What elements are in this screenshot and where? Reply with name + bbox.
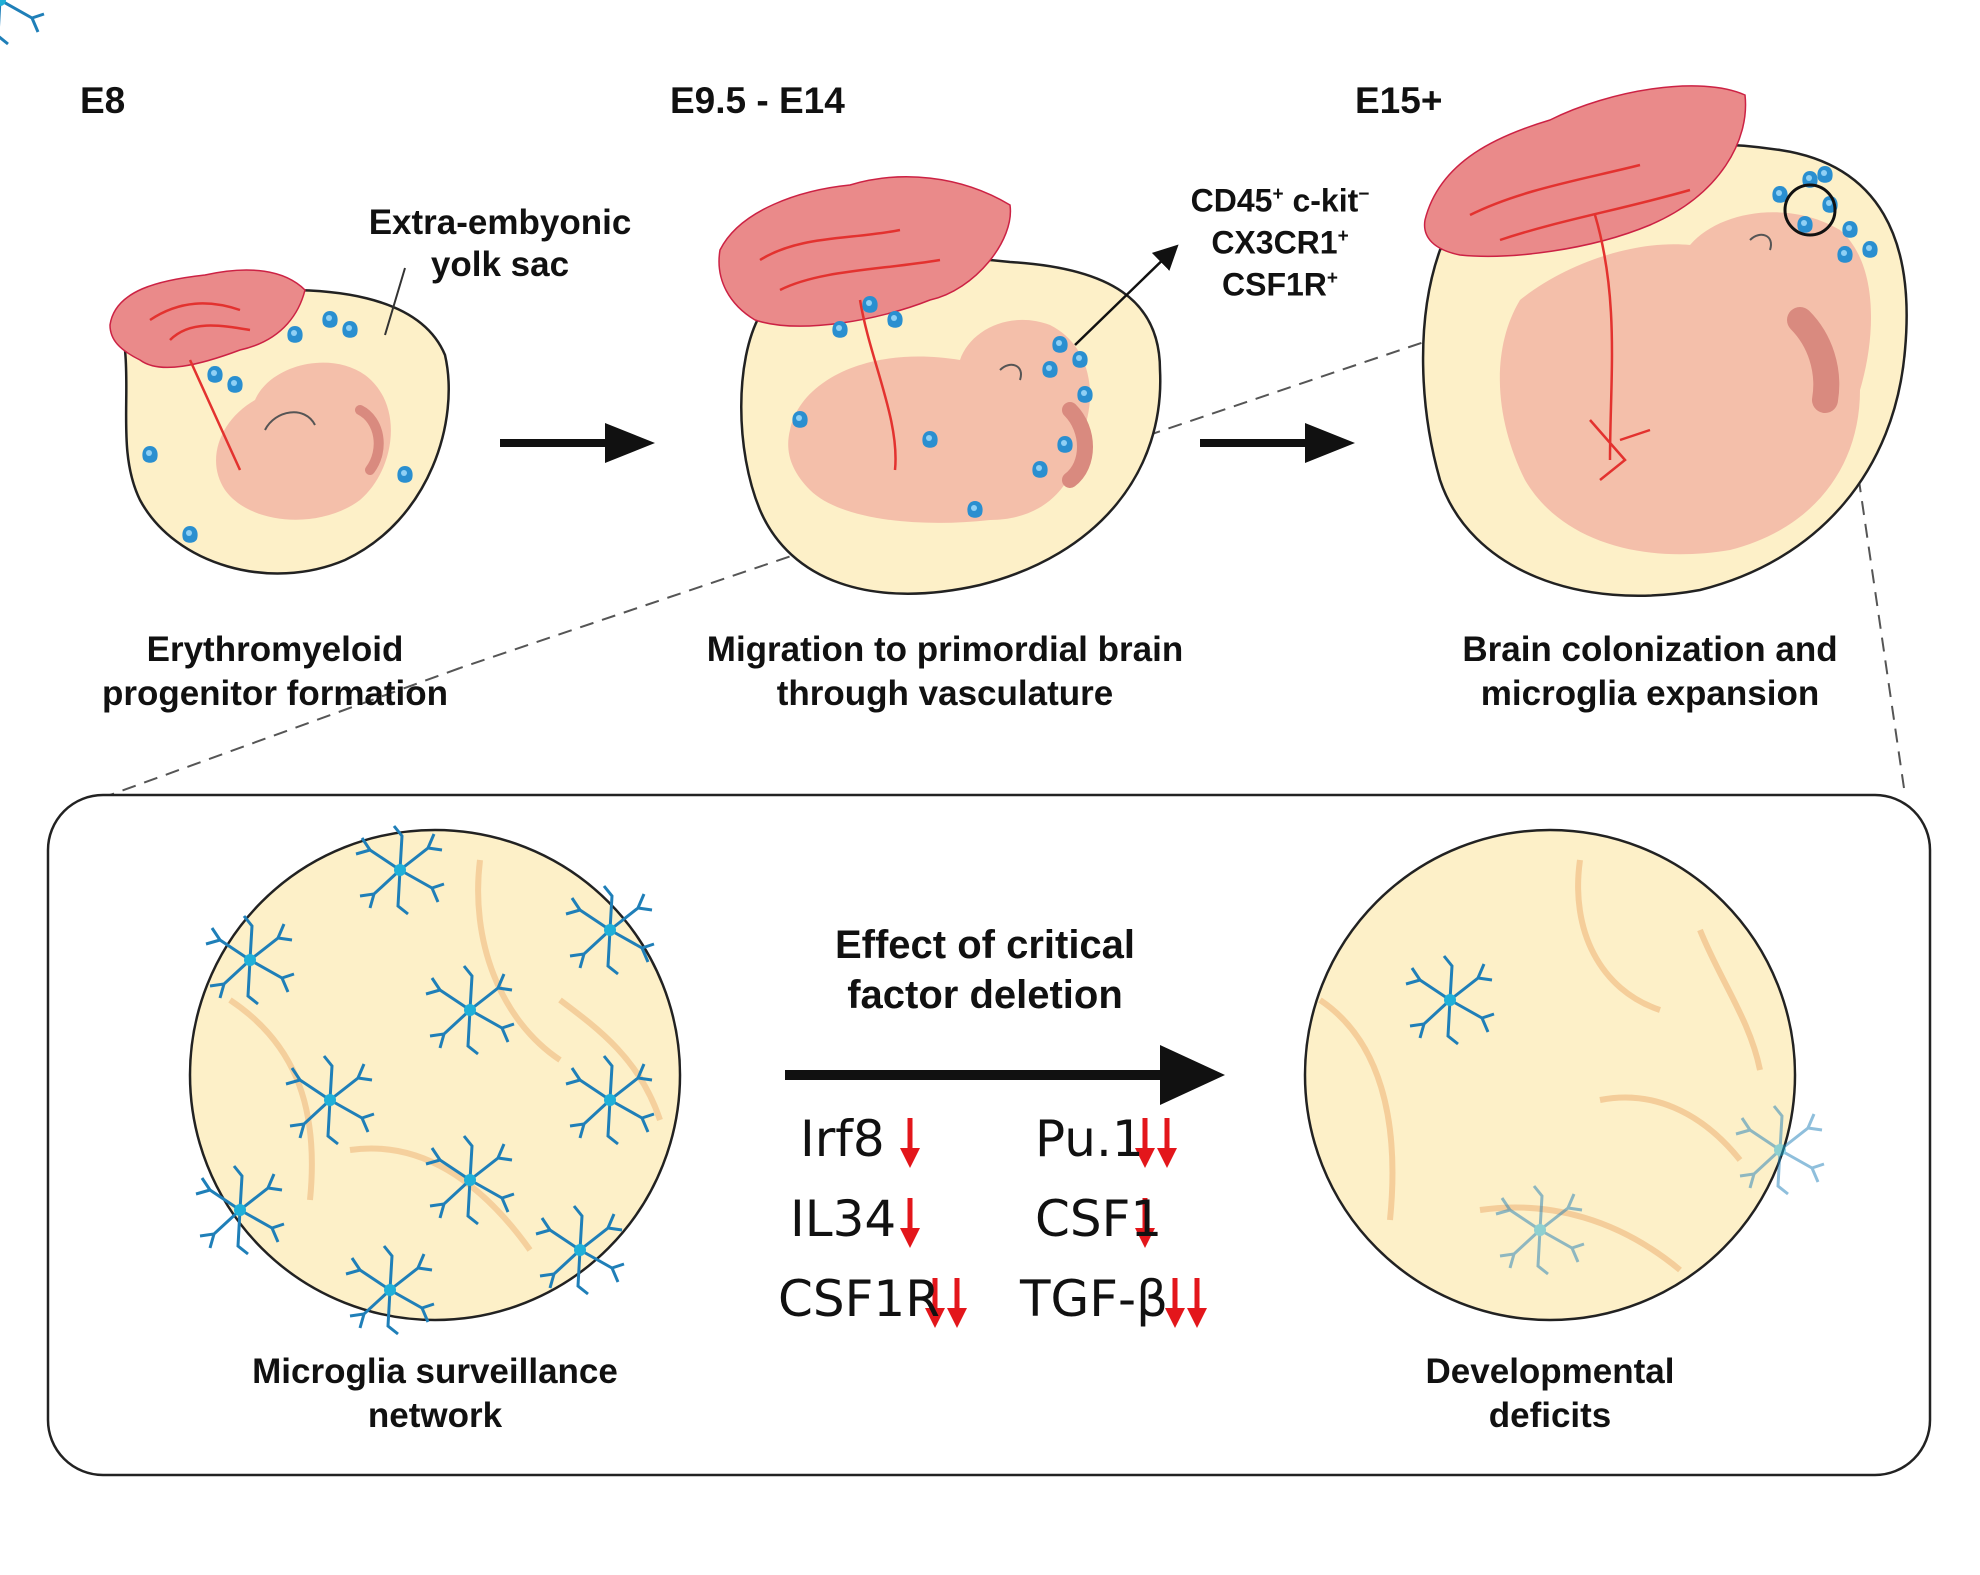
effect-heading-line2: factor deletion	[847, 973, 1123, 1017]
caption-colonization-line1: Brain colonization and	[1462, 630, 1838, 669]
zoom-circle	[1783, 183, 1837, 237]
yolk-sac-label-line1: Extra-embyonic	[368, 203, 632, 242]
deletion-effect-arrow	[785, 1045, 1225, 1105]
marker-cd45-ckit: CD45+ c-kit−	[1190, 182, 1370, 219]
yolk-sac-label: Extra-embyonic yolk sac	[350, 202, 650, 286]
caption-surveillance-line2: network	[367, 1396, 503, 1435]
factor-il34: IL34	[790, 1190, 897, 1248]
yolk-sac-label-line2: yolk sac	[430, 245, 570, 284]
down-arrow-csf1r-2	[947, 1278, 967, 1328]
deficit-circle	[1303, 828, 1826, 1322]
caption-migration: Migration to primordial brain through va…	[680, 628, 1210, 716]
marker-pointer-arrow	[1074, 244, 1179, 346]
marker-cx3cr1: CX3CR1+	[1211, 224, 1349, 261]
yolk-sac-pointer	[384, 267, 406, 336]
effect-heading: Effect of critical factor deletion	[760, 920, 1210, 1020]
e95-embryo-illustration	[718, 176, 1162, 595]
caption-surveillance-line1: Microglia surveillance	[252, 1352, 618, 1391]
down-arrow-pu1-2	[1157, 1118, 1177, 1168]
stage-arrow-1	[500, 423, 655, 463]
factor-tgfb: TGF-β	[1020, 1270, 1168, 1328]
stage-label-e95: E9.5 - E14	[670, 80, 845, 121]
down-arrow-irf8-1	[900, 1118, 920, 1168]
stage-label-e15: E15+	[1355, 80, 1443, 121]
microglia-network-circle	[0, 0, 682, 1336]
down-arrow-tgf-2	[1187, 1278, 1207, 1328]
down-arrow-tgf-1	[1165, 1278, 1185, 1328]
caption-deficits-line2: deficits	[1488, 1396, 1612, 1435]
down-arrow-il34-1	[900, 1198, 920, 1248]
stage-label-e8: E8	[80, 80, 126, 121]
lower-panel-frame	[46, 793, 1932, 1477]
caption-colonization: Brain colonization and microglia expansi…	[1420, 628, 1880, 716]
caption-colonization-line2: microglia expansion	[1480, 674, 1820, 713]
down-arrow-csf1-1	[1135, 1198, 1155, 1248]
caption-erythromyeloid: Erythromyeloid progenitor formation	[60, 628, 490, 716]
factor-csf1: CSF1	[1035, 1190, 1163, 1248]
e8-embryo-illustration	[109, 269, 450, 575]
caption-erythromyeloid-line2: progenitor formation	[101, 674, 449, 713]
factor-irf8: Irf8	[800, 1110, 885, 1168]
down-arrow-csf1r-1	[925, 1278, 945, 1328]
marker-csf1r: CSF1R+	[1221, 266, 1338, 303]
e15-embryo-illustration	[1421, 85, 1908, 597]
caption-developmental-deficits: Developmental deficits	[1360, 1350, 1740, 1438]
caption-erythromyeloid-line1: Erythromyeloid	[146, 630, 404, 669]
down-arrows-group	[900, 1118, 1207, 1328]
caption-surveillance-network: Microglia surveillance network	[200, 1350, 670, 1438]
effect-heading-line1: Effect of critical	[834, 923, 1136, 967]
caption-migration-line2: through vasculature	[776, 674, 1114, 713]
caption-migration-line1: Migration to primordial brain	[706, 630, 1184, 669]
down-arrow-pu1-1	[1135, 1118, 1155, 1168]
factor-csf1r: CSF1R	[778, 1270, 940, 1328]
stage-arrow-2	[1200, 423, 1355, 463]
caption-deficits-line1: Developmental	[1425, 1352, 1675, 1391]
factor-pu1: Pu.1	[1035, 1110, 1144, 1168]
